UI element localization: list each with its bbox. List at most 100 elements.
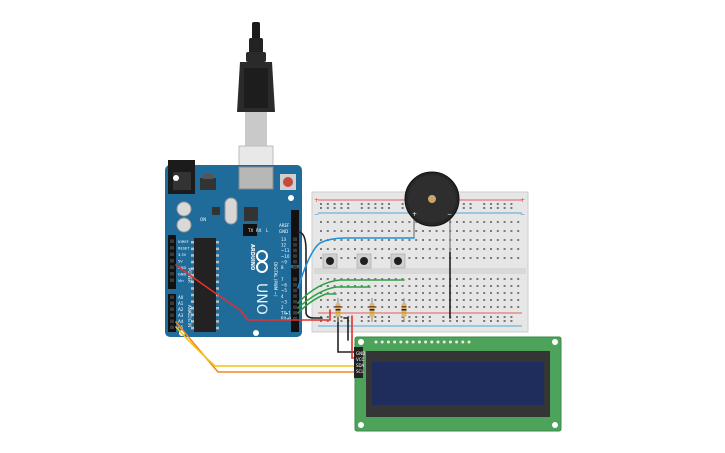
lcd-pin-label: SCL (356, 369, 364, 374)
analog-header (168, 294, 176, 332)
gnd-label: GND (279, 229, 288, 234)
digital-pin-socket[interactable] (293, 288, 297, 293)
analog-pin-label: A3 (178, 313, 184, 318)
digital-pin-label: ~6 (281, 283, 287, 288)
push-button[interactable] (322, 253, 338, 269)
power-pin-label: GND (178, 273, 186, 277)
digital-pin-label: ~9 (281, 259, 287, 264)
aref-label: AREF (279, 223, 290, 228)
wire-blue-buzzer[interactable] (297, 237, 415, 289)
analog-pin-label: A4 (178, 319, 184, 324)
digital-pin-socket[interactable] (293, 299, 297, 304)
resistor[interactable] (401, 298, 407, 322)
digital-pin-label: 13 (281, 237, 287, 242)
power-pin-socket[interactable] (170, 278, 174, 283)
power-pin-socket[interactable] (170, 265, 174, 270)
analog-pin-socket[interactable] (170, 307, 174, 312)
center-channel (314, 268, 526, 274)
wire-green-button[interactable] (297, 286, 371, 309)
digital-pin-label: 12 (281, 243, 287, 248)
power-pin-label: 5V (178, 260, 183, 264)
digital-pin-socket[interactable] (293, 294, 297, 298)
power-pin-label: RESET (178, 247, 190, 251)
analog-pin-label: A0 (178, 295, 184, 300)
lcd-screen (372, 362, 544, 405)
usb-cable (237, 22, 275, 191)
lcd-pin-label: SDA (356, 363, 365, 368)
rail-minus-label: − (314, 211, 319, 218)
wire-black-lcd-gnd[interactable] (337, 315, 357, 353)
analog-pin-label: A1 (178, 301, 184, 306)
digital-pin-label: 4 (281, 294, 284, 299)
analog-pin-socket[interactable] (170, 301, 174, 306)
digital-section-label: DIGITAL (PWM ~) (273, 262, 278, 297)
power-pin-label: 3.3V (178, 253, 187, 257)
digital-pin-socket[interactable] (293, 265, 297, 270)
digital-pin-socket[interactable] (293, 283, 297, 287)
power-pin-socket[interactable] (170, 272, 174, 276)
arduino-model-label: UNO (253, 283, 269, 315)
l-led-label: L (266, 228, 269, 233)
digital-pin-label: 2 (281, 305, 284, 310)
analog-section-label: ANALOG IN (187, 305, 192, 327)
buzzer-plus-label: + (412, 211, 417, 218)
power-pin-socket[interactable] (170, 239, 174, 244)
digital-pin-label: ~11 (281, 248, 290, 253)
wires (175, 231, 451, 373)
wire-green-button[interactable] (297, 293, 337, 314)
analog-pin-socket[interactable] (170, 295, 174, 300)
usb-socket (238, 166, 274, 190)
power-pin-label: IOREF (178, 240, 189, 244)
digital-pin-socket[interactable] (293, 243, 297, 247)
analog-pin-socket[interactable] (170, 313, 174, 318)
wire-green-button[interactable] (297, 279, 405, 304)
lcd-pin-label: VCC (356, 357, 365, 362)
digital-pin-socket[interactable] (293, 316, 297, 321)
digital-pin-socket[interactable] (293, 311, 297, 315)
power-pin-label: GND (178, 266, 186, 270)
analog-pin-socket[interactable] (170, 319, 174, 324)
digital-pin-label: ~3 (281, 299, 287, 304)
wire-black-gnd[interactable] (343, 317, 349, 341)
wire-red-5v[interactable] (175, 264, 331, 321)
capacitor-icon (176, 217, 192, 233)
arduino-brand-label: ARDUINO (249, 244, 255, 270)
power-pin-label: Vin (178, 279, 184, 283)
power-pin-socket[interactable] (170, 259, 174, 263)
digital-pin-label: RX◂0 (281, 316, 292, 321)
rail-plus-label: + (314, 197, 319, 204)
digital-pin-socket[interactable] (293, 254, 297, 258)
digital-pin-label: 8 (281, 265, 284, 270)
push-button[interactable] (390, 253, 406, 269)
digital-pin-label: 7 (281, 277, 284, 282)
digital-pin-socket[interactable] (293, 259, 297, 264)
digital-pin-socket[interactable] (293, 305, 297, 310)
on-led-label: ON (200, 217, 206, 222)
buzzer-minus-label: − (447, 211, 452, 218)
wire-black-gnd[interactable] (297, 231, 323, 319)
analog-pin-socket[interactable] (170, 325, 174, 330)
arduino-uno-board: ARDUINO UNO TX RX L ON AREF GND 1312~11~… (165, 160, 302, 337)
lcd-pin-label: GND (356, 351, 365, 356)
wire-yellow-scl[interactable] (175, 326, 357, 367)
buzzer-center-icon (428, 195, 436, 203)
power-pin-socket[interactable] (170, 252, 174, 257)
resistor[interactable] (335, 298, 341, 322)
capacitor-icon (176, 201, 192, 217)
rail-plus-label: + (520, 197, 525, 204)
resistor[interactable] (369, 298, 375, 322)
digital-pin-label: ~10 (281, 254, 290, 259)
rail-minus-label: − (520, 211, 525, 218)
wire-orange-sda[interactable] (175, 321, 357, 373)
push-button[interactable] (356, 253, 372, 269)
analog-pin-label: A2 (178, 307, 184, 312)
digital-pin-socket[interactable] (293, 248, 297, 253)
piezo-buzzer: + − (404, 171, 460, 252)
tx-led-label: TX (247, 228, 253, 233)
digital-pin-socket[interactable] (293, 277, 297, 282)
power-pin-socket[interactable] (170, 246, 174, 250)
rx-led-label: RX (256, 228, 262, 233)
arduino-logo (256, 250, 268, 273)
digital-pin-socket[interactable] (293, 237, 297, 242)
